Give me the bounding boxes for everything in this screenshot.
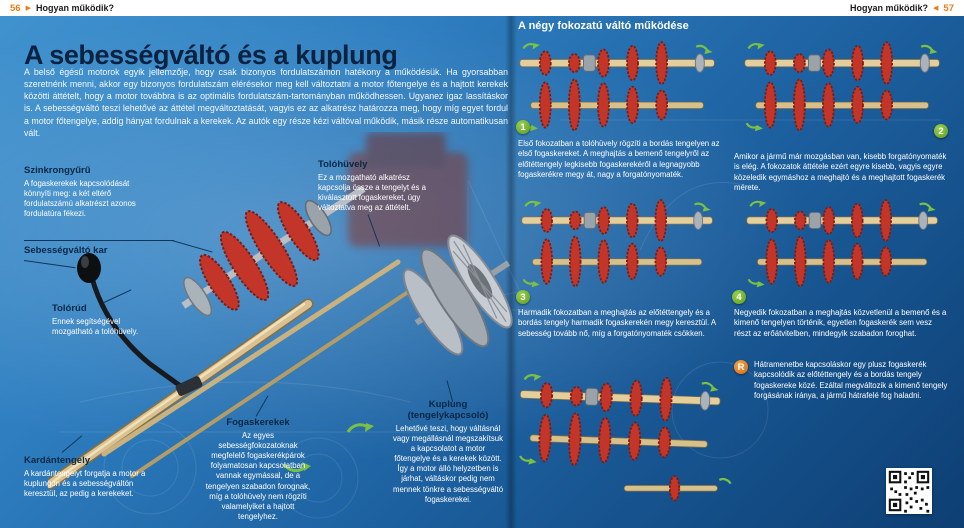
step-2-caption: Amikor a jármű már mozgásban van, kisebb… (734, 152, 947, 192)
label-szinkrongyuru: Szinkrongyűrű A fogaskerekek kapcsolódás… (24, 165, 136, 219)
label-text: Ez a mozgatható alkatrész kapcsolja össz… (318, 172, 426, 213)
clutch-assembly (402, 234, 513, 356)
label-text: A kardántengelyt forgatja a motor a kupl… (24, 468, 146, 499)
right-page-title: A négy fokozatú váltó működése (518, 20, 689, 32)
label-text: A fogaskerekek kapcsolódását könnyíti me… (24, 178, 136, 219)
label-text: Ennek segítségével mozgatható a tolóhüve… (52, 316, 139, 337)
step-3-caption: Harmadik fokozatban a meghajtás az előté… (518, 308, 716, 338)
article-title: A sebességváltó és a kuplung (24, 40, 398, 71)
running-header-left: 56 ▶ Hogyan működik? (10, 3, 114, 14)
label-text: Az egyes sebességfokozatoknak megfelelő … (205, 430, 311, 521)
gear-lever (89, 275, 189, 393)
label-title: Sebességváltó kar (24, 245, 108, 256)
label-title: Tolóhüvely (318, 159, 368, 170)
label-kardantengely: Kardántengely A kardántengelyt forgatja … (24, 455, 160, 499)
step-number: 2 (938, 125, 944, 137)
reverse-letter: R (737, 361, 745, 373)
label-fogaskerekek: Fogaskerekek Az egyes sebességfokozatokn… (202, 417, 314, 522)
step-number: 1 (520, 121, 526, 133)
reverse-badge: R (734, 360, 748, 374)
step-4-illustration (745, 198, 939, 289)
running-header-right: Hogyan működik? ◀ 57 (850, 3, 954, 14)
label-kuplung: Kuplung (tengelykapcsoló) Lehetővé teszi… (392, 399, 504, 505)
left-running-title: Hogyan működik? (35, 3, 114, 13)
step-2-illustration (743, 41, 941, 133)
running-header: 56 ▶ Hogyan működik? Hogyan működik? ◀ 5… (0, 0, 964, 16)
left-arrow-icon: ◀ (933, 4, 939, 12)
qr-code (886, 468, 932, 514)
step-number-badge: 4 (732, 290, 746, 304)
right-running-title: Hogyan működik? (850, 3, 929, 13)
label-title: Kuplung (tengelykapcsoló) (407, 399, 489, 421)
gear-cluster (181, 185, 366, 317)
label-title: Szinkrongyűrű (24, 165, 91, 176)
leader-line (24, 240, 174, 241)
label-title: Kardántengely (24, 455, 90, 466)
right-arrow-icon: ▶ (25, 4, 31, 12)
label-tolohuvely: Tolóhüvely Ez a mozgatható alkatrész kap… (318, 159, 426, 213)
right-page-number: 57 (943, 2, 954, 14)
step-1-illustration (518, 41, 716, 133)
reverse-illustration (516, 371, 732, 502)
label-sebessegvalto-kar: Sebességváltó kar (24, 245, 144, 259)
step-number-badge: 1 (516, 120, 530, 134)
step-4-caption: Negyedik fokozatban a meghajtás közvetle… (734, 308, 947, 338)
step-number-badge: 2 (934, 124, 948, 138)
label-title: Tolórúd (52, 303, 87, 314)
intro-paragraph: A belső égésű motorok egyik jellemzője, … (24, 67, 508, 138)
label-title: Fogaskerekek (226, 417, 290, 428)
engine-block-silhouette (348, 132, 468, 247)
gearbox-illustration (48, 132, 513, 490)
step-number: 4 (736, 291, 742, 303)
step-1-caption: Első fokozatban a tolóhüvely rögzíti a b… (518, 139, 720, 179)
reverse-caption: Hátramenetbe kapcsoláskor egy plusz foga… (754, 360, 948, 400)
label-text: Lehetővé teszi, hogy váltásnál vagy megá… (392, 423, 504, 504)
step-3-illustration (520, 198, 714, 289)
step-number: 3 (520, 291, 526, 303)
step-number-badge: 3 (516, 290, 530, 304)
label-tolorud: Tolórúd Ennek segítségével mozgatható a … (52, 303, 148, 337)
page-gutter-shadow (505, 16, 517, 528)
left-page-number: 56 (10, 2, 21, 14)
